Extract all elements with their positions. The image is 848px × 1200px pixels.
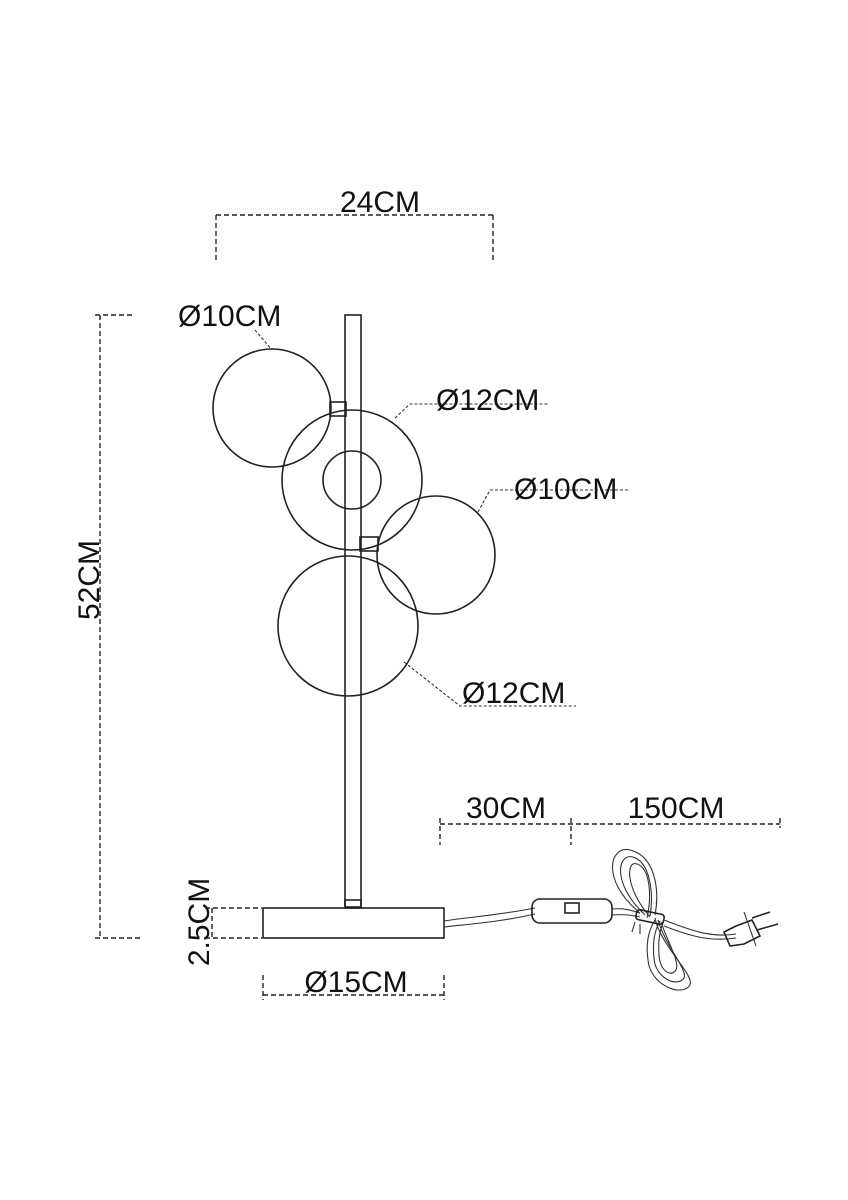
globe-top-left: [212, 348, 332, 468]
power-plug: [722, 911, 779, 947]
base-diameter-dimension: Ø15CM: [262, 966, 445, 1000]
width-dimension: 24CM: [215, 186, 494, 262]
label-shade-middle-back: Ø12CM: [436, 384, 539, 417]
width-label: 24CM: [340, 186, 420, 219]
label-shade-middle-right: Ø10CM: [514, 473, 617, 506]
lamp-body: [212, 314, 496, 939]
height-dimension: 52CM: [73, 314, 140, 939]
power-cord: [443, 849, 779, 991]
label-shade-top-left: Ø10CM: [178, 300, 281, 333]
globe-middle-right: [376, 495, 496, 615]
base-height-dimension: 2.5CM: [183, 878, 262, 966]
globe-bottom-front: [277, 555, 419, 697]
cord-dimension: 30CM 150CM: [439, 792, 781, 845]
base-height-label: 2.5CM: [183, 878, 216, 966]
base-diameter-label: Ø15CM: [304, 966, 407, 999]
label-shade-bottom-front: Ø12CM: [462, 677, 565, 710]
lamp-base: [262, 907, 445, 939]
cord-after-switch-label: 150CM: [628, 792, 725, 825]
lamp-stem: [344, 314, 362, 908]
globe-middle-back-socket: [322, 450, 382, 510]
globe-middle-back: [281, 409, 423, 551]
cord-coil: [612, 849, 691, 991]
height-label: 52CM: [73, 540, 106, 620]
cord-to-switch-label: 30CM: [466, 792, 546, 825]
inline-switch: [531, 898, 613, 924]
shade-labels: Ø10CM Ø12CM Ø10CM Ø12CM: [178, 300, 628, 710]
